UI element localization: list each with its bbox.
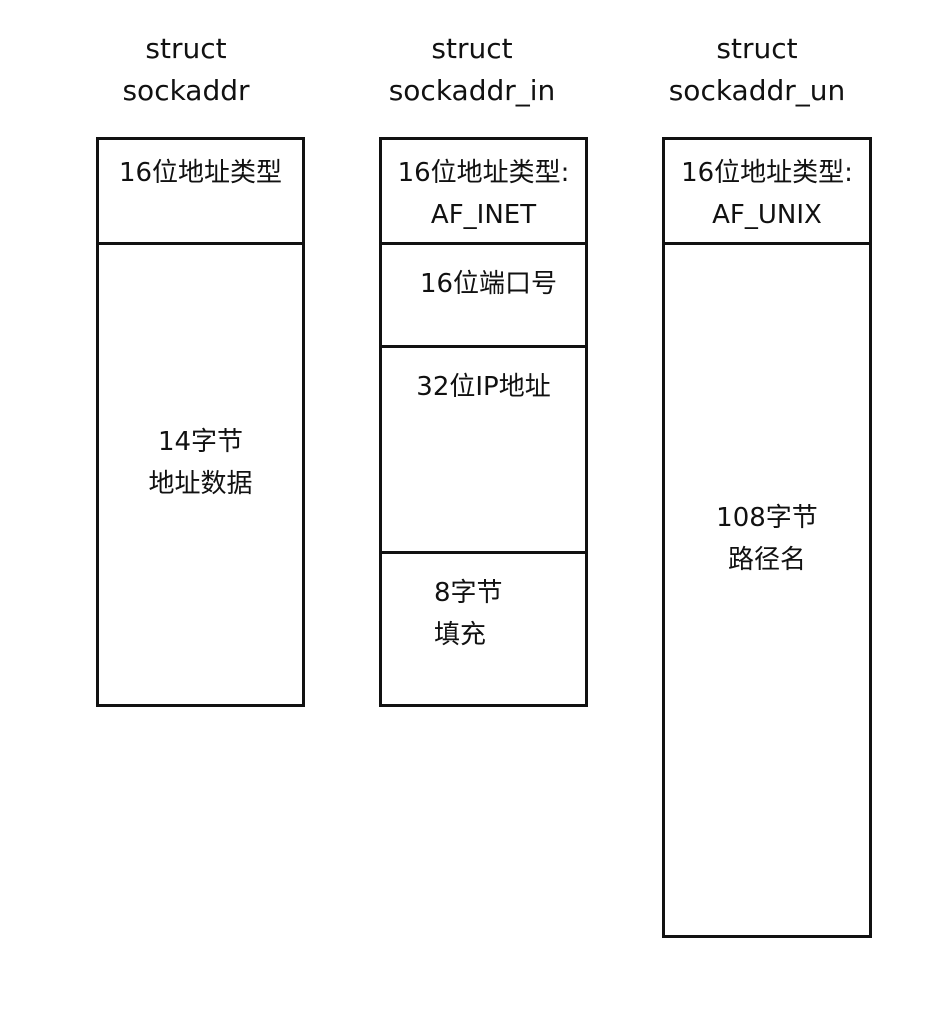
sockaddr-in-padding-label-line2: 填充 — [434, 620, 487, 650]
sockaddr-in-ip-field: 32位IP地址 — [382, 345, 585, 551]
sockaddr-title-line2: sockaddr — [122, 74, 250, 107]
sockaddr-un-path-label-line1: 108字节 — [716, 503, 818, 533]
sockaddr-un-title-line1: struct — [716, 32, 798, 65]
sockaddr-family-label: 16位地址类型 — [118, 158, 283, 188]
sockaddr-in-family-label-line2: AF_INET — [430, 200, 537, 230]
sockaddr-in-family-label-line1: 16位地址类型: — [397, 158, 570, 188]
sockaddr-data-field: 14字节 地址数据 — [99, 242, 302, 704]
sockaddr-data-label-line1: 14字节 — [157, 427, 244, 457]
sockaddr-in-ip-label: 32位IP地址 — [416, 372, 551, 402]
sockaddr-title: struct sockaddr — [96, 28, 276, 112]
sockaddr-struct-box: 16位地址类型 14字节 地址数据 — [96, 137, 305, 707]
sockaddr-un-title: struct sockaddr_un — [652, 28, 862, 112]
sockaddr-family-field: 16位地址类型 — [99, 152, 302, 242]
sockaddr-in-port-label: 16位端口号 — [419, 269, 558, 299]
sockaddr-title-line1: struct — [145, 32, 227, 65]
sockaddr-un-title-line2: sockaddr_un — [668, 74, 846, 107]
sockaddr-in-family-field: 16位地址类型: AF_INET — [382, 152, 585, 242]
sockaddr-un-family-label-line1: 16位地址类型: — [681, 158, 853, 188]
sockaddr-in-title-line1: struct — [431, 32, 513, 65]
sockaddr-un-path-label-line2: 路径名 — [727, 545, 806, 575]
sockaddr-in-port-field: 16位端口号 — [382, 242, 585, 345]
sockaddr-in-title-line2: sockaddr_in — [388, 74, 556, 107]
sockaddr-un-family-label-line2: AF_UNIX — [712, 200, 822, 230]
sockaddr-in-padding-label-line1: 8字节 — [434, 578, 503, 608]
sockaddr-un-struct-box: 16位地址类型: AF_UNIX 108字节 路径名 — [662, 137, 872, 938]
sockaddr-in-padding-field: 8字节 填充 — [382, 551, 585, 704]
sockaddr-data-label-line2: 地址数据 — [148, 469, 253, 499]
sockaddr-in-title: struct sockaddr_in — [372, 28, 572, 112]
sockaddr-un-path-field: 108字节 路径名 — [665, 242, 869, 935]
sockaddr-un-family-field: 16位地址类型: AF_UNIX — [665, 152, 869, 242]
sockaddr-in-struct-box: 16位地址类型: AF_INET 16位端口号 32位IP地址 8字节 填充 — [379, 137, 588, 707]
